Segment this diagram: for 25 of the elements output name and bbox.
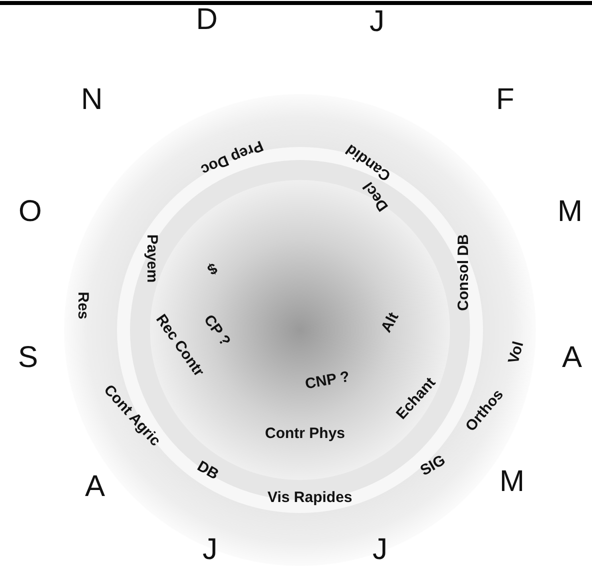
month-letter: A (85, 472, 106, 502)
task-label: CNP ? (304, 368, 350, 392)
task-label: Contr Phys (265, 426, 346, 440)
month-letter: J (202, 535, 218, 565)
task-label: Vis Rapides (268, 490, 352, 504)
month-letter: D (196, 5, 218, 35)
task-label: DB (194, 458, 221, 482)
task-label: Alt (378, 310, 402, 334)
task-label: Res (75, 291, 90, 319)
month-letter: A (562, 343, 582, 373)
month-letter: J (370, 7, 384, 37)
month-letter: S (18, 343, 38, 373)
task-label: Consol DB (455, 234, 470, 310)
task-label: CP ? (201, 312, 233, 348)
month-letter: O (18, 197, 42, 227)
month-letter: N (81, 85, 103, 115)
month-letter: F (496, 85, 514, 115)
month-letter: M (500, 467, 524, 497)
month-letter: J (372, 535, 388, 565)
task-label: Prep Doc (198, 137, 266, 177)
task-label: SIG (418, 452, 448, 478)
task-label: Payem (144, 234, 160, 282)
month-letter: M (558, 197, 582, 227)
task-label: Vol (506, 339, 526, 365)
task-label: $ (204, 259, 220, 277)
